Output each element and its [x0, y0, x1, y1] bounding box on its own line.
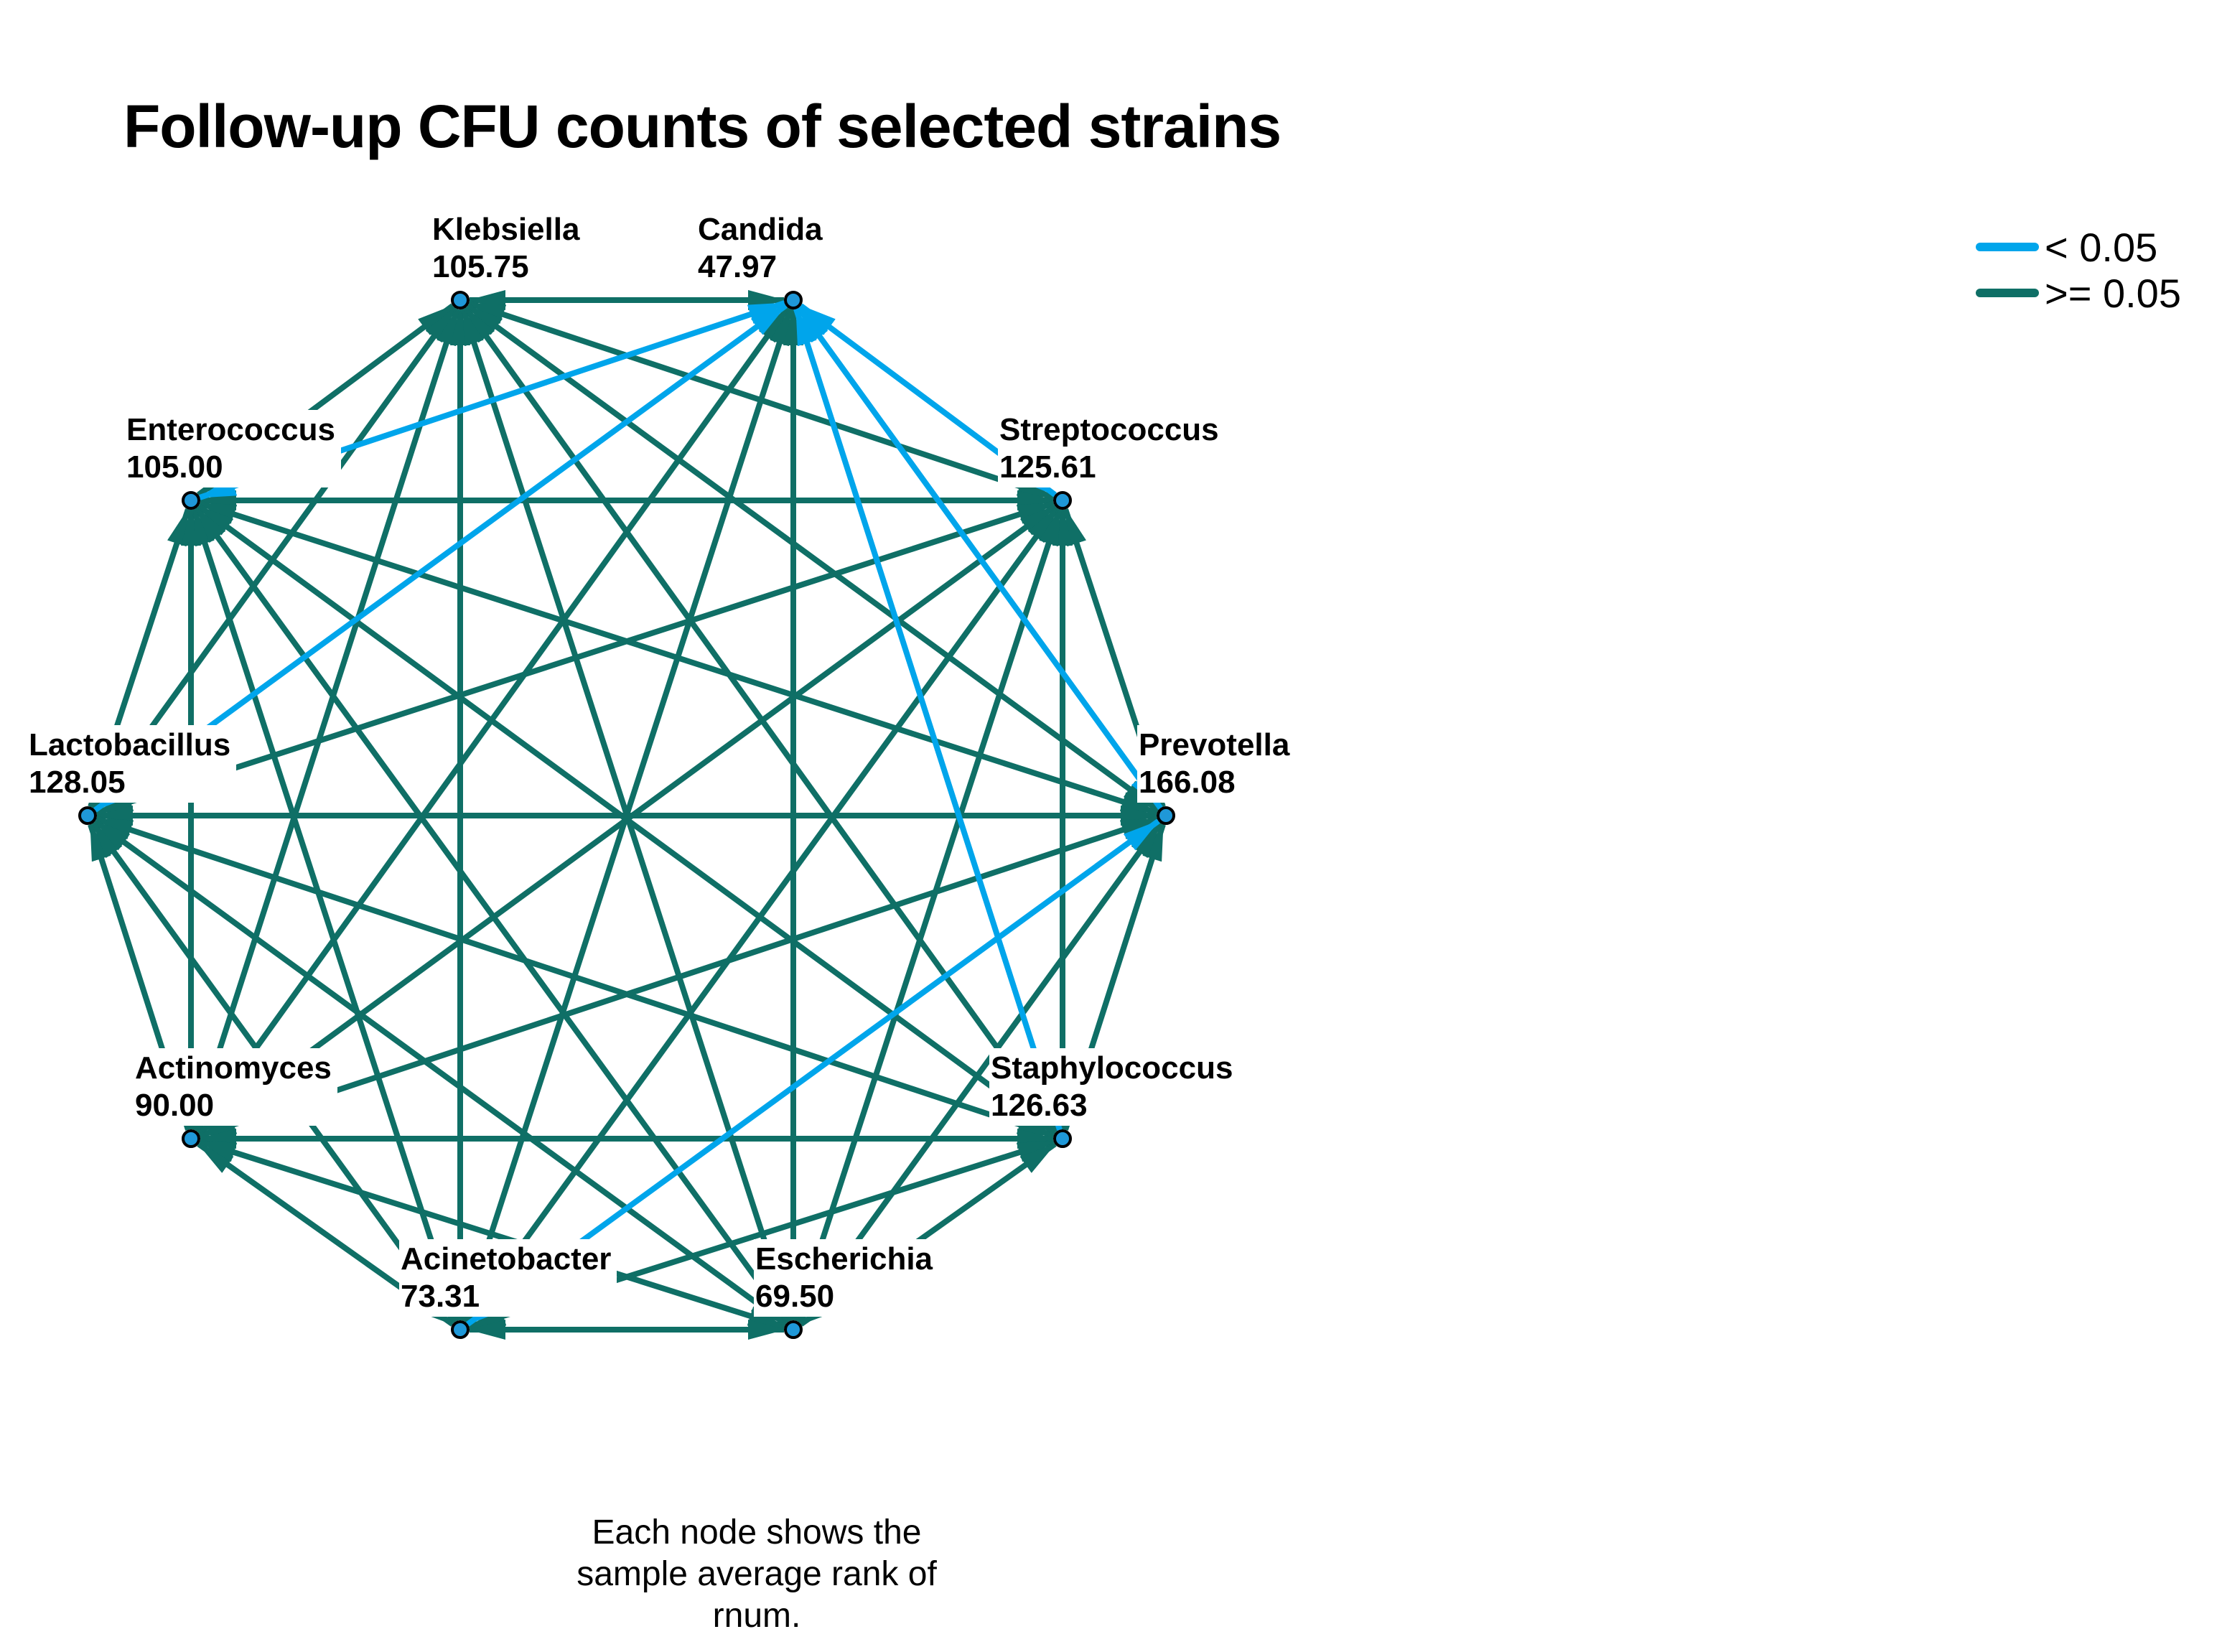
edge-Candida-Enterococcus [198, 300, 786, 500]
node-Escherichia [784, 1320, 803, 1339]
edge-Actinomyces-Acinetobacter [197, 1142, 454, 1327]
node-Lactobacillus [78, 806, 97, 825]
node-Streptococcus [1053, 491, 1072, 510]
edge-Actinomyces-Escherichia [198, 1139, 786, 1330]
legend: < 0.05 >= 0.05 [1976, 224, 2181, 316]
edge-Prevotella-Escherichia [796, 821, 1163, 1324]
legend-label-nonsignificant: >= 0.05 [2045, 270, 2181, 316]
edge-Prevotella-Staphylococcus [1063, 823, 1166, 1131]
node-Enterococcus [182, 491, 200, 510]
edge-Enterococcus-Lactobacillus [88, 508, 191, 808]
legend-item-significant: < 0.05 [1976, 224, 2181, 270]
edge-Candida-Lactobacillus [93, 303, 788, 813]
edge-Candida-Prevotella [796, 306, 1163, 810]
legend-swatch-significant-line [1976, 243, 2039, 251]
legend-item-nonsignificant: >= 0.05 [1976, 270, 2181, 316]
node-Actinomyces [182, 1129, 200, 1148]
edge-Enterococcus-Acinetobacter [191, 508, 460, 1322]
node-Staphylococcus [1053, 1129, 1072, 1148]
node-Klebsiella [451, 291, 470, 309]
edge-Streptococcus-Prevotella [1063, 508, 1166, 808]
edge-Candida-Staphylococcus [793, 307, 1063, 1131]
edge-Staphylococcus-Acinetobacter [467, 1139, 1055, 1330]
legend-label-significant: < 0.05 [2045, 224, 2158, 270]
node-Candida [784, 291, 803, 309]
node-Acinetobacter [451, 1320, 470, 1339]
node-Prevotella [1157, 806, 1175, 825]
edge-Candida-Streptococcus [799, 303, 1057, 498]
edge-Lactobacillus-Actinomyces [88, 823, 191, 1131]
legend-swatch-nonsignificant-line [1976, 289, 2039, 297]
edge-Staphylococcus-Escherichia [799, 1142, 1057, 1327]
edge-Klebsiella-Actinomyces [191, 307, 460, 1131]
footnote: Each node shows the sample average rank … [576, 1513, 937, 1635]
edge-Lactobacillus-Acinetobacter [90, 821, 457, 1324]
edge-Streptococcus-Escherichia [793, 508, 1063, 1322]
edge-Prevotella-Acinetobacter [466, 818, 1160, 1327]
edge-Klebsiella-Enterococcus [197, 303, 454, 498]
chart-title: Follow-up CFU counts of selected strains [123, 93, 1282, 160]
edge-Klebsiella-Prevotella [466, 303, 1160, 813]
edge-Lactobacillus-Escherichia [93, 818, 788, 1327]
